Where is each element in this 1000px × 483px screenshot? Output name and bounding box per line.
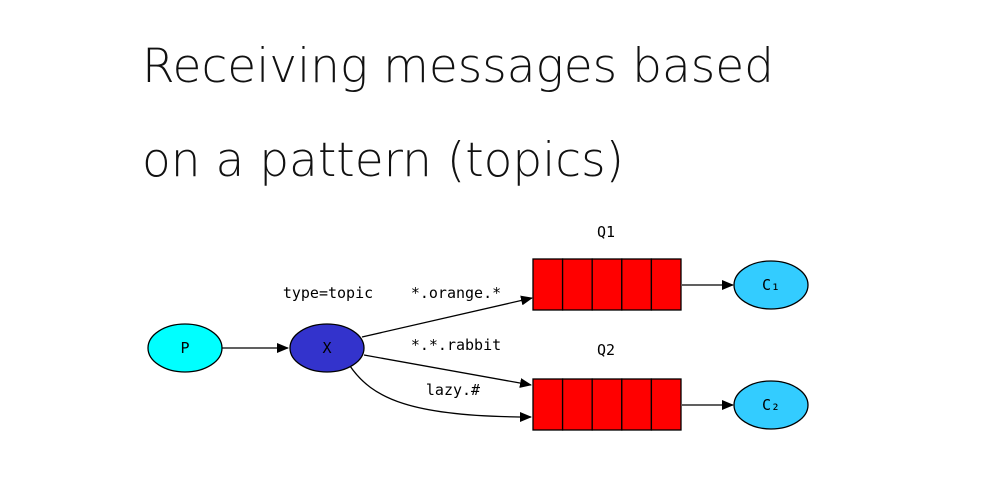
- queue-cell: [532, 378, 564, 431]
- binding-key-lazy: lazy.#: [426, 381, 480, 399]
- consumer-c1-label: C₁: [762, 276, 780, 294]
- queue-q2-label: Q2: [597, 341, 615, 359]
- queue-cell: [650, 258, 682, 311]
- queue-cell: [561, 258, 593, 311]
- consumer-c1-node: [733, 260, 809, 310]
- producer-node: [147, 323, 223, 373]
- queue-q2: [532, 378, 682, 431]
- queue-cell: [532, 258, 564, 311]
- exchange-type-caption: type=topic: [283, 284, 373, 302]
- queue-cell: [591, 258, 623, 311]
- slide-title: Receiving messages based on a pattern (t…: [142, 20, 902, 208]
- binding-key-rabbit: *.*.rabbit: [411, 336, 501, 354]
- edge-x-to-q1: [361, 295, 533, 338]
- queue-q1-label: Q1: [597, 223, 615, 241]
- queue-cell: [650, 378, 682, 431]
- exchange-node: [289, 323, 365, 373]
- queue-cell: [591, 378, 623, 431]
- queue-cell: [561, 378, 593, 431]
- producer-label: P: [180, 339, 189, 357]
- consumer-c2-label: C₂: [762, 396, 780, 414]
- title-line-2: on a pattern (topics): [142, 133, 624, 188]
- edge-x-to-q2-rabbit: [363, 354, 532, 388]
- edge-x-to-q2-lazy: [349, 365, 532, 422]
- title-line-1: Receiving messages based: [142, 39, 774, 94]
- consumer-c2-node: [733, 380, 809, 430]
- exchange-label: X: [322, 339, 331, 357]
- queue-cell: [621, 378, 653, 431]
- queue-cell: [621, 258, 653, 311]
- binding-key-orange: *.orange.*: [411, 284, 501, 302]
- queue-q1: [532, 258, 682, 311]
